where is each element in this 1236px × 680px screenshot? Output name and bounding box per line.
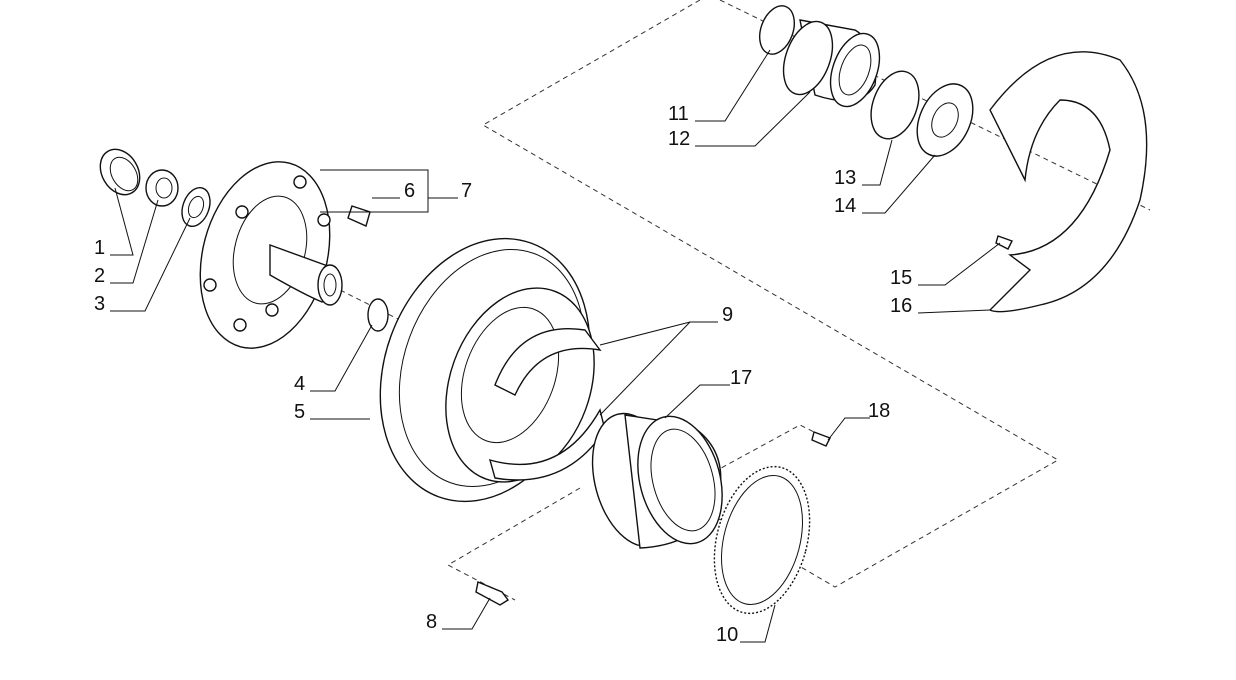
label-3: 3 — [94, 293, 105, 315]
part-4-oring — [367, 298, 389, 332]
label-17: 17 — [730, 367, 752, 389]
part-14-washer — [916, 83, 974, 157]
label-7: 7 — [461, 180, 472, 202]
part-13-circlip — [870, 70, 920, 140]
label-6: 6 — [404, 180, 415, 202]
part-17-drum — [591, 412, 723, 549]
part-1-cap — [99, 148, 141, 196]
part-16-dust-shield — [988, 51, 1148, 313]
part-2-nut — [145, 169, 179, 207]
part-5-brake-disc — [379, 237, 595, 503]
label-13: 13 — [834, 167, 856, 189]
label-5: 5 — [294, 401, 305, 423]
part-labels: 1 2 3 4 5 6 7 8 9 10 11 12 13 14 15 16 1… — [94, 103, 912, 646]
part-3-washer — [181, 186, 211, 228]
label-2: 2 — [94, 265, 105, 287]
part-18-screw — [811, 431, 831, 447]
label-12: 12 — [668, 128, 690, 150]
label-1: 1 — [94, 237, 105, 259]
label-11: 11 — [668, 103, 689, 125]
part-11-ring — [759, 5, 795, 55]
part-8-bolt — [475, 581, 510, 606]
label-4: 4 — [294, 373, 305, 395]
label-16: 16 — [890, 295, 912, 317]
part-15-screw — [995, 235, 1013, 250]
label-15: 15 — [890, 267, 912, 289]
part-6-stud — [347, 205, 371, 227]
label-14: 14 — [834, 195, 856, 217]
part-9-shims — [488, 328, 606, 481]
part-7-hub — [199, 161, 343, 349]
label-9: 9 — [722, 304, 733, 326]
part-10-tone-ring — [713, 465, 811, 615]
label-8: 8 — [426, 611, 437, 633]
leader-lines — [110, 49, 1001, 643]
part-12-bearing — [782, 19, 881, 108]
label-18: 18 — [868, 400, 890, 422]
label-10: 10 — [716, 624, 738, 646]
